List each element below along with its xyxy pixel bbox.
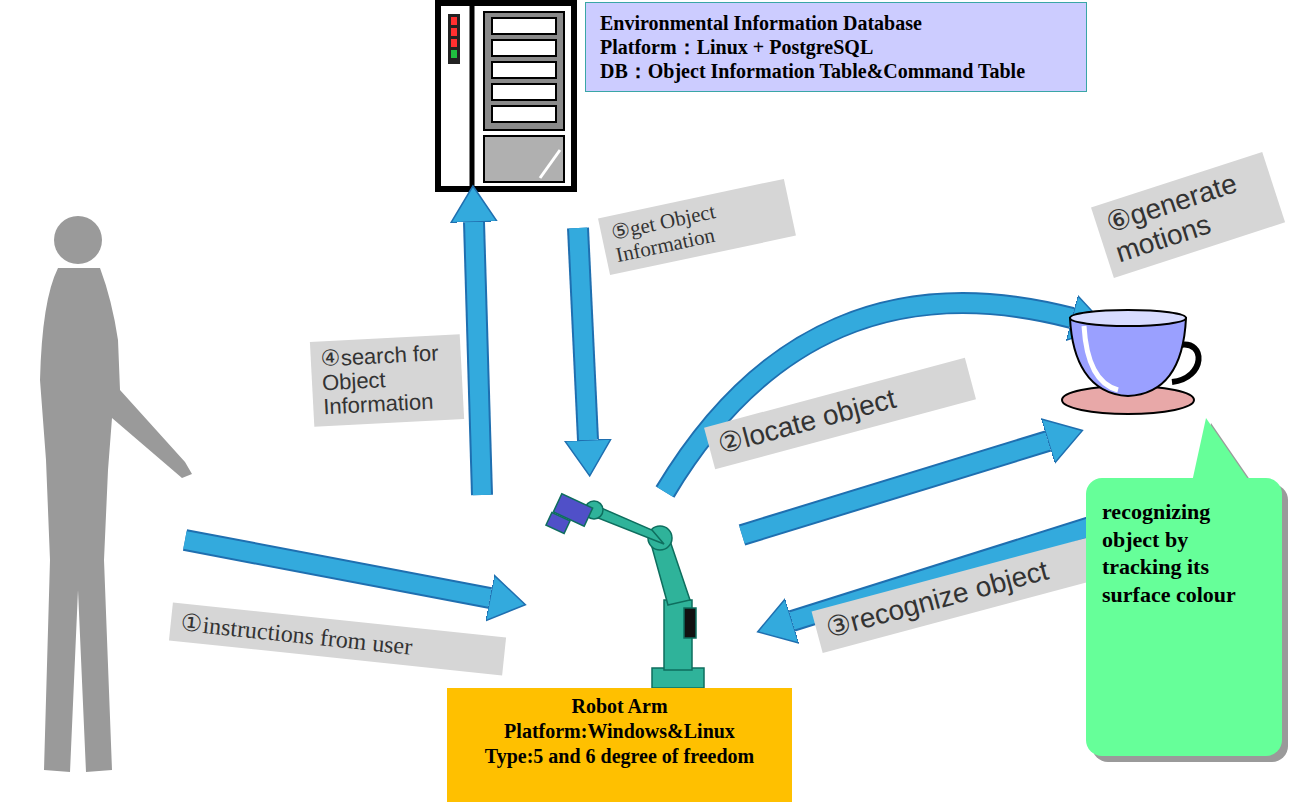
node-detail: Type:5 and 6 degree of freedom bbox=[457, 744, 782, 769]
callout-tail bbox=[1192, 418, 1255, 487]
step-label: ③recognize object bbox=[812, 534, 1113, 653]
server-icon bbox=[438, 3, 574, 189]
node-text: ③recognize object bbox=[823, 542, 1101, 644]
step-label: ①instructions from user bbox=[169, 603, 506, 676]
node-detail: DB：Object Information Table&Command Tabl… bbox=[600, 59, 1072, 83]
step-label: ⑤get Object Information bbox=[598, 179, 796, 275]
node-detail: Platform:Windows&Linux bbox=[457, 719, 782, 744]
robot-info-box: Robot ArmPlatform:Windows&LinuxType:5 an… bbox=[447, 688, 792, 802]
node-text: Robot Arm bbox=[457, 694, 782, 719]
node-text: ⑥generate motions bbox=[1102, 161, 1273, 269]
robot-arm-icon bbox=[546, 494, 704, 688]
database-box: Environmental Information DatabasePlatfo… bbox=[585, 2, 1087, 92]
cup-icon bbox=[1062, 310, 1199, 414]
node-detail: Platform：Linux + PostgreSQL bbox=[600, 35, 1072, 59]
step-label: ④search for Object Information bbox=[310, 334, 464, 426]
node-text: recognizing object by tracking its surfa… bbox=[1102, 498, 1266, 608]
step-label: ②locate object bbox=[704, 358, 976, 469]
node-text: ④search for Object Information bbox=[320, 341, 454, 420]
user-figure bbox=[40, 216, 192, 772]
node-text: ②locate object bbox=[715, 366, 964, 460]
node-text: ⑤get Object Information bbox=[609, 187, 785, 268]
flow-arrows bbox=[185, 222, 1100, 621]
node-text: Environmental Information Database bbox=[600, 11, 1072, 35]
step-label: ⑥generate motions bbox=[1091, 152, 1285, 278]
node-text: ①instructions from user bbox=[179, 610, 495, 669]
callout-box: recognizing object by tracking its surfa… bbox=[1086, 478, 1282, 756]
